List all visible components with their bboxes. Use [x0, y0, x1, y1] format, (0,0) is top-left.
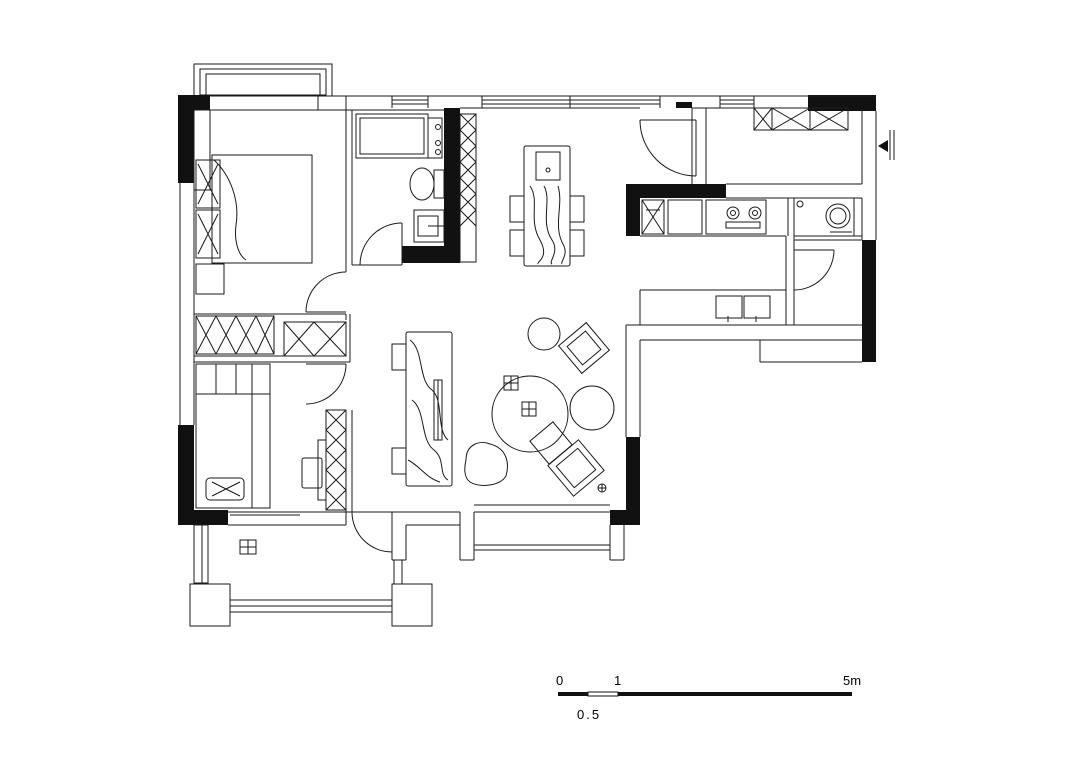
scale-bar	[558, 691, 852, 697]
lower-balcony	[189, 514, 433, 627]
dining-island	[509, 145, 585, 267]
solid-walls	[178, 95, 876, 525]
top-balcony	[193, 63, 333, 97]
entry-cabinets	[753, 107, 849, 131]
bedroom-1	[193, 109, 347, 357]
scale-label-end: 5m	[843, 673, 862, 688]
scale-label-half: 0.5	[577, 707, 602, 722]
living-table	[391, 331, 453, 487]
lounge-area	[464, 317, 615, 497]
bathroom	[355, 113, 477, 263]
bedroom-2	[195, 363, 347, 511]
kitchen	[641, 197, 855, 322]
scale-label-start: 0	[556, 673, 564, 688]
scale-label-one: 1	[614, 673, 622, 688]
door-swings	[305, 119, 835, 553]
entry-arrow-icon	[878, 130, 895, 160]
